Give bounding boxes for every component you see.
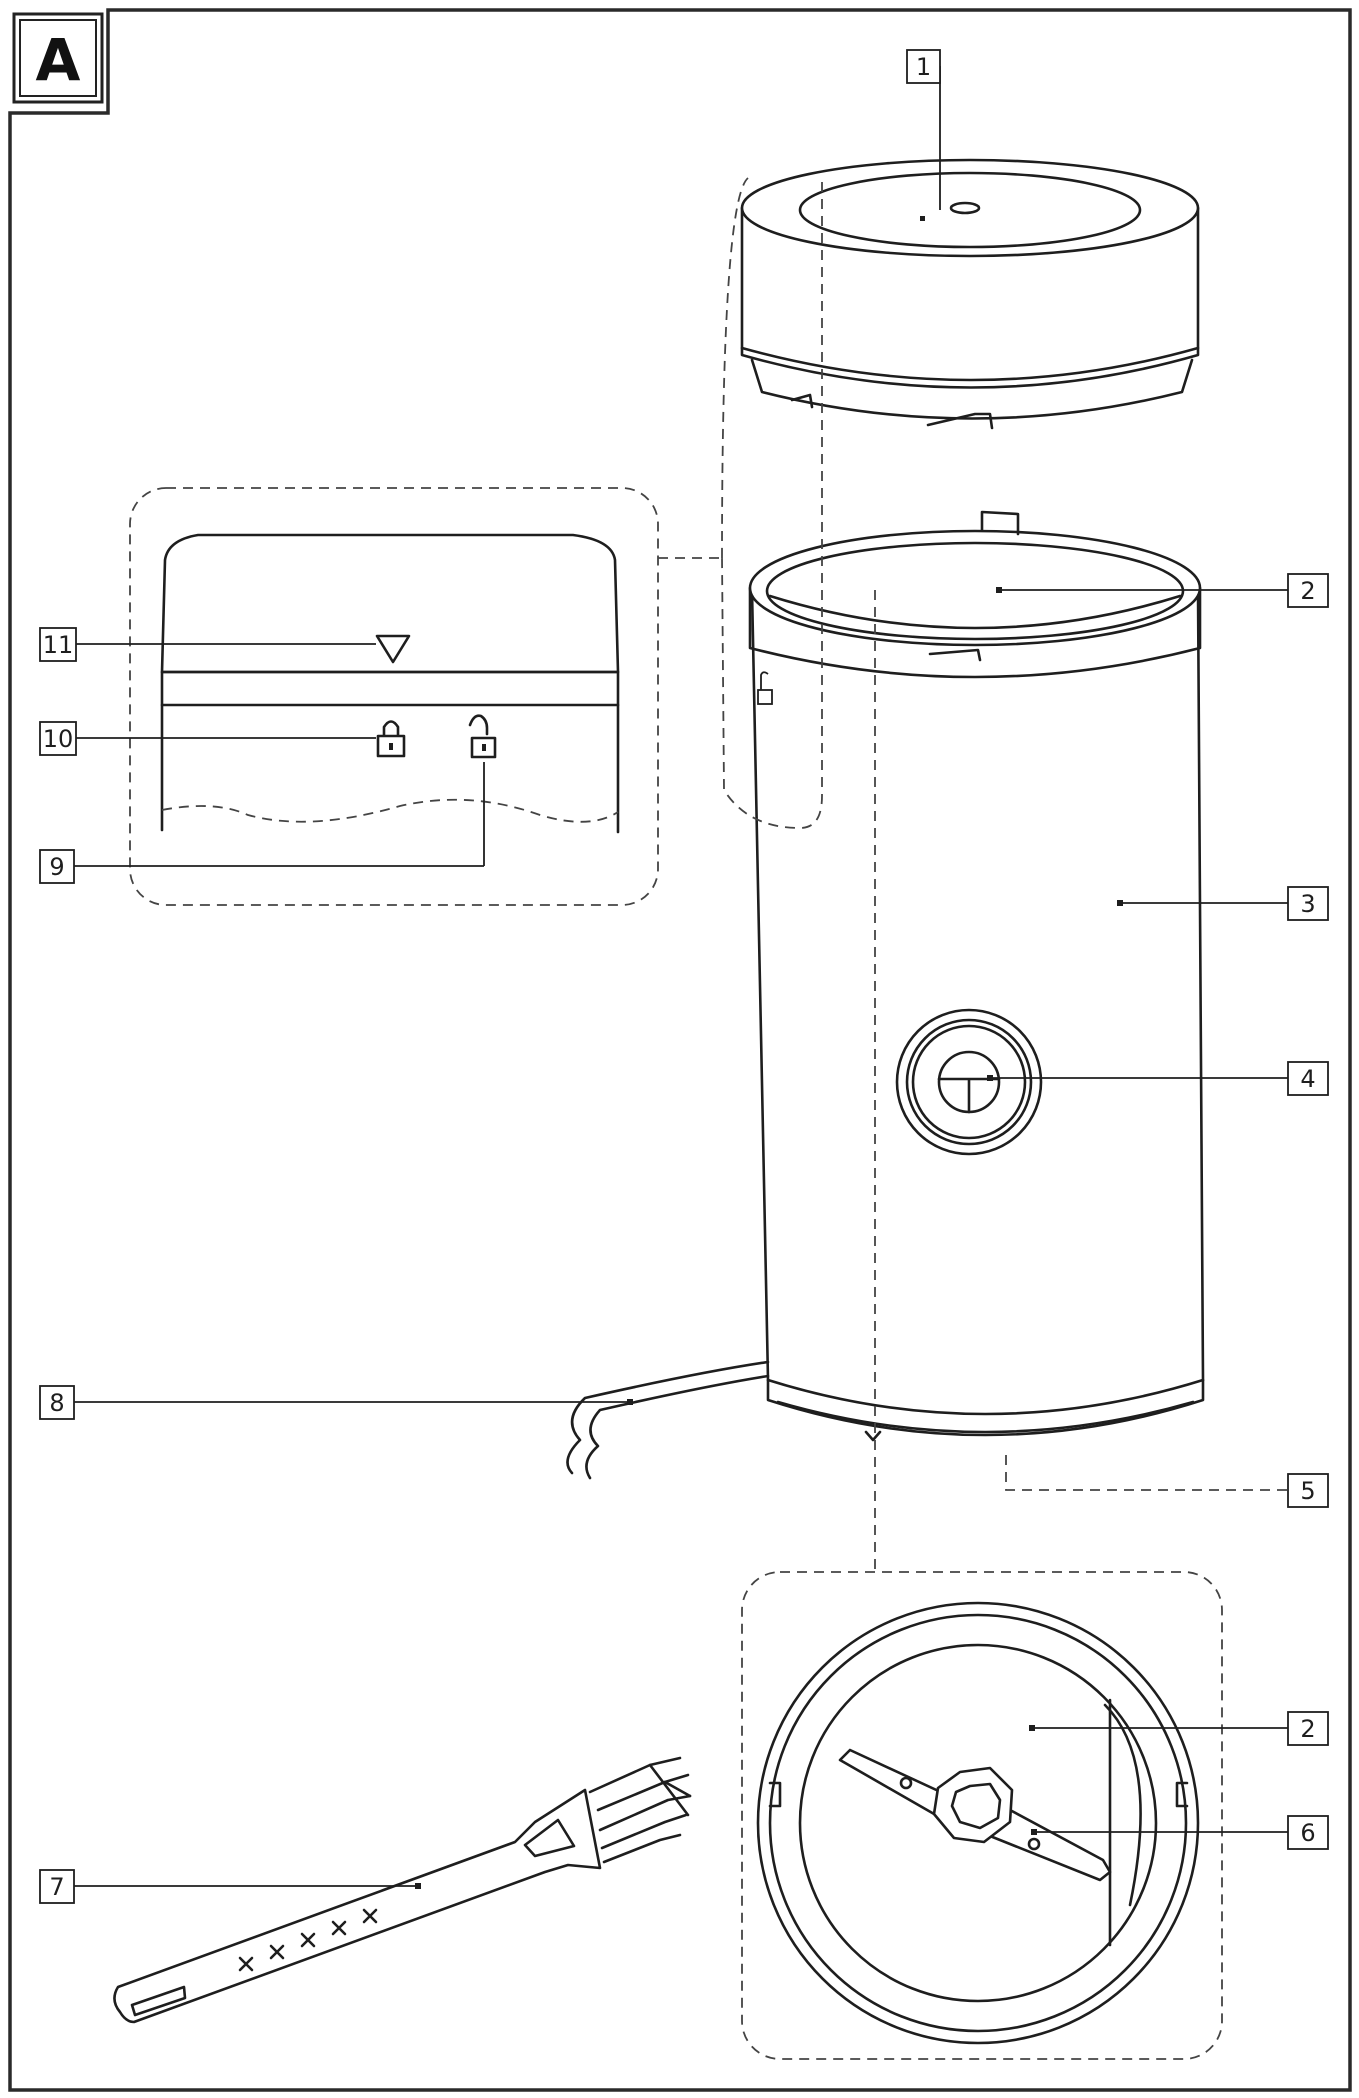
lock-detail-inset [129, 177, 823, 906]
svg-text:5: 5 [1300, 1477, 1315, 1505]
power-button-illustration [895, 1008, 1043, 1156]
grinder-body-illustration [748, 510, 1205, 1442]
cleaning-brush-illustration [113, 1756, 692, 2024]
section-label: A [36, 26, 81, 94]
svg-text:4: 4 [1300, 1065, 1315, 1093]
callout-1: 1 [906, 49, 941, 84]
section-badge [12, 12, 104, 104]
callout-3: 3 [1287, 886, 1329, 921]
callout-11: 11 [39, 627, 77, 662]
svg-text:10: 10 [43, 725, 74, 753]
callout-7: 7 [39, 1869, 75, 1904]
callout-4: 4 [1287, 1061, 1329, 1096]
callout-5: 5 [1287, 1473, 1329, 1508]
svg-text:7: 7 [49, 1873, 64, 1901]
blade-detail-inset [741, 590, 1300, 2060]
callout-2-lower: 2 [1287, 1711, 1329, 1746]
svg-text:1: 1 [916, 53, 931, 81]
callout-8: 8 [39, 1385, 75, 1420]
callout-10: 10 [39, 721, 77, 756]
svg-text:2: 2 [1300, 577, 1315, 605]
svg-text:2: 2 [1300, 1715, 1315, 1743]
svg-text:11: 11 [43, 631, 74, 659]
svg-text:9: 9 [49, 853, 64, 881]
svg-text:6: 6 [1300, 1819, 1315, 1847]
figure-frame [8, 8, 1352, 2092]
callout-6: 6 [1287, 1815, 1329, 1850]
svg-text:3: 3 [1300, 890, 1315, 918]
callout-leaders [74, 66, 1288, 1889]
lid-illustration [740, 158, 1200, 430]
callout-2-upper: 2 [1287, 573, 1329, 608]
power-cord-illustration [566, 1360, 770, 1480]
svg-text:8: 8 [49, 1389, 64, 1417]
callout-9: 9 [39, 849, 75, 884]
